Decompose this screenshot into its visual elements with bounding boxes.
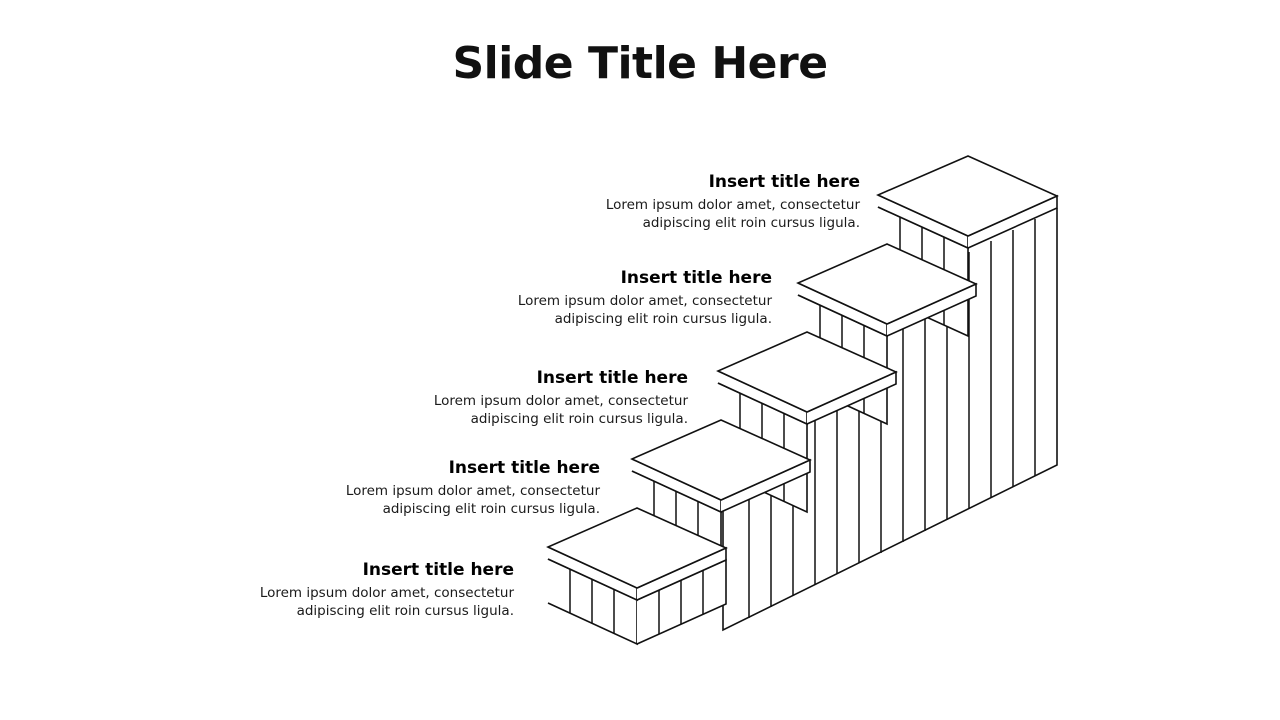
callout-body-line-2: adipiscing elit roin cursus ligula.	[642, 215, 860, 232]
callout-body-line-1: Lorem ipsum dolor amet, consectetur	[605, 197, 860, 214]
callout-body: Lorem ipsum dolor amet, consectetur adip…	[508, 196, 860, 232]
staircase-diagram	[520, 140, 1100, 670]
callout-body-line-2: adipiscing elit roin cursus ligula.	[470, 411, 688, 428]
callout-step-2[interactable]: Insert title here Lorem ipsum dolor amet…	[248, 458, 600, 519]
callout-step-3[interactable]: Insert title here Lorem ipsum dolor amet…	[336, 368, 688, 429]
callout-body-line-1: Lorem ipsum dolor amet, consectetur	[259, 585, 514, 602]
callout-body: Lorem ipsum dolor amet, consectetur adip…	[248, 482, 600, 518]
callout-body-line-1: Lorem ipsum dolor amet, consectetur	[517, 293, 772, 310]
callout-step-1[interactable]: Insert title here Lorem ipsum dolor amet…	[162, 560, 514, 621]
callout-title: Insert title here	[620, 268, 772, 288]
callout-body: Lorem ipsum dolor amet, consectetur adip…	[420, 292, 772, 328]
callout-step-4[interactable]: Insert title here Lorem ipsum dolor amet…	[420, 268, 772, 329]
callout-body-line-1: Lorem ipsum dolor amet, consectetur	[345, 483, 600, 500]
callout-title: Insert title here	[708, 172, 860, 192]
callout-step-5[interactable]: Insert title here Lorem ipsum dolor amet…	[508, 172, 860, 233]
callout-body-line-1: Lorem ipsum dolor amet, consectetur	[433, 393, 688, 410]
callout-body: Lorem ipsum dolor amet, consectetur adip…	[162, 584, 514, 620]
stair-step-1	[546, 507, 728, 646]
callout-title: Insert title here	[536, 368, 688, 388]
callout-body-line-2: adipiscing elit roin cursus ligula.	[382, 501, 600, 518]
page-title: Slide Title Here	[452, 38, 828, 89]
callout-body-line-2: adipiscing elit roin cursus ligula.	[554, 311, 772, 328]
callout-title: Insert title here	[362, 560, 514, 580]
callout-body-line-2: adipiscing elit roin cursus ligula.	[296, 603, 514, 620]
callout-body: Lorem ipsum dolor amet, consectetur adip…	[336, 392, 688, 428]
staircase-svg	[546, 155, 1059, 646]
callout-title: Insert title here	[448, 458, 600, 478]
